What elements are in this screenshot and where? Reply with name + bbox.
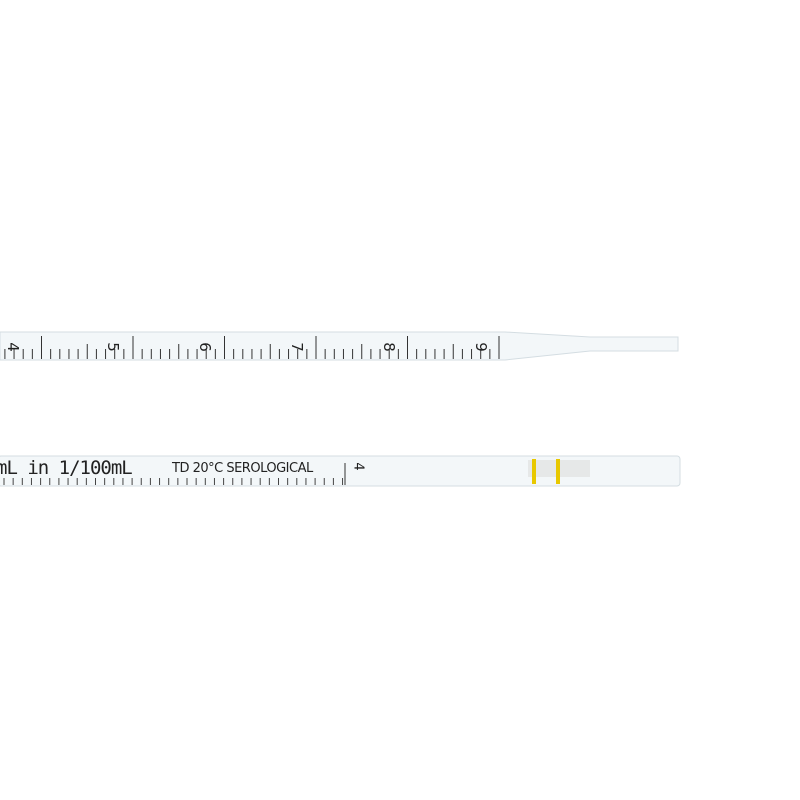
graduation-5: 5 [103, 342, 122, 352]
graduation-4: 4 [3, 342, 22, 352]
graduation-6: 6 [195, 342, 214, 352]
pipette-number: 4 [350, 462, 366, 471]
pipette-top: 4 5 6 7 8 9 [0, 331, 800, 362]
graduation-8: 8 [379, 342, 398, 352]
graduation-9: 9 [471, 342, 490, 352]
pipette-bottom-body [0, 455, 681, 487]
pipette-top-body [0, 331, 679, 361]
capacity-text: mL in 1/100mL [0, 457, 133, 479]
graduation-7: 7 [287, 342, 306, 352]
pipette-bottom: mL in 1/100mL TD 20°C SEROLOGICAL 4 [0, 455, 800, 487]
spec-text: TD 20°C SEROLOGICAL [172, 461, 313, 476]
